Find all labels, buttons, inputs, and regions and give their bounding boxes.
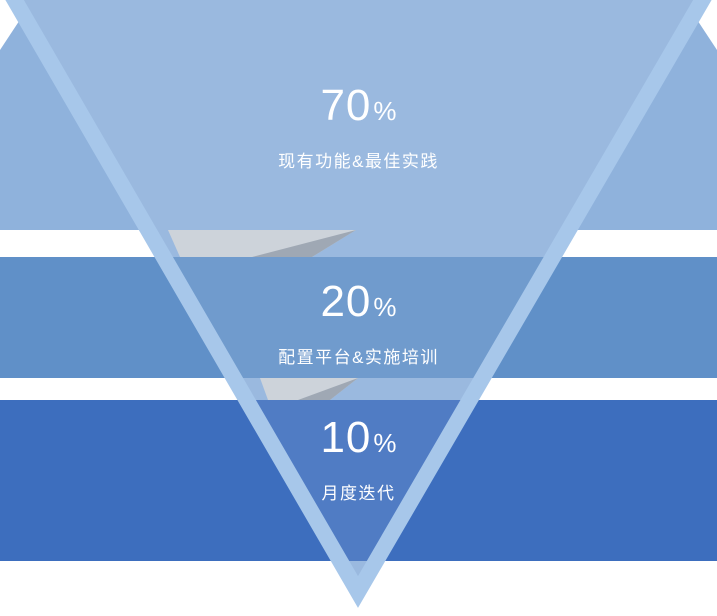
- funnel-v-outline: [5, 0, 712, 608]
- middle-band: [0, 257, 717, 378]
- top-band: [0, 0, 717, 230]
- ribbon-fold-top-dark: [252, 230, 356, 257]
- funnel-inner-highlight: [23, 0, 694, 598]
- ribbon-fold-mid-dark: [298, 378, 358, 400]
- bottom-band: [0, 400, 717, 561]
